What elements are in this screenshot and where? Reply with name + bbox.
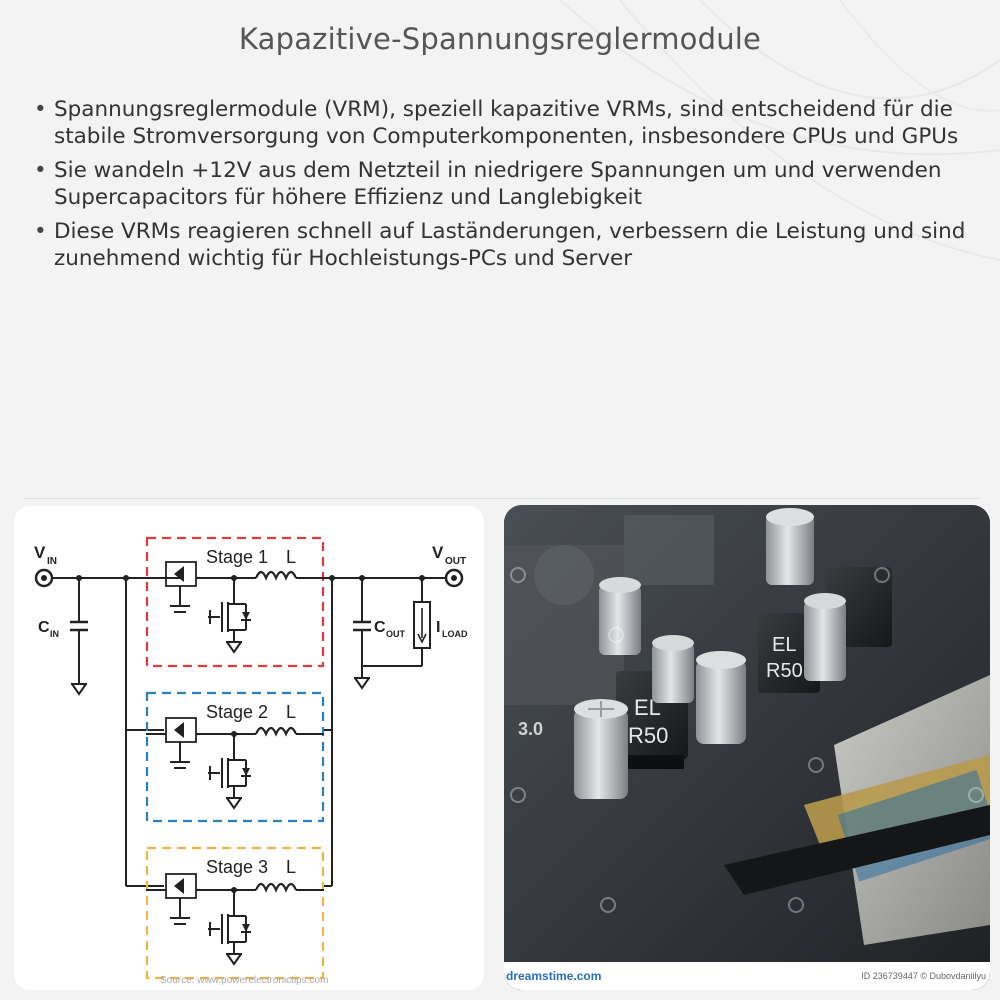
vout-label: V: [432, 543, 444, 562]
stage-2-box: [145, 691, 325, 823]
iload-sub-label: LOAD: [442, 629, 468, 639]
circuit-diagram: V IN C IN Stage 1 L Stage 2 L Stage 3 L: [14, 506, 484, 990]
watermark-icon: [510, 567, 984, 913]
stage-3-label: Stage 3: [206, 857, 268, 877]
cout-label: C: [374, 619, 386, 636]
stage-3-circuit: [146, 874, 324, 964]
vout-sub-label: OUT: [445, 556, 466, 567]
photo-illustration: EL R50 EL R50: [504, 505, 990, 990]
stage-3-inductor-label: L: [286, 857, 296, 877]
page-title: Kapazitive-Spannungsreglermodule: [238, 22, 762, 56]
capacitor: [766, 508, 814, 585]
bullet-item: Sie wandeln +12V aus dem Netzteil in nie…: [30, 157, 980, 211]
divider: [24, 498, 979, 499]
capacitor: [804, 593, 846, 681]
photo-brand: dreamstime.com: [506, 969, 602, 983]
photo-id: ID 236739447 © Dubovdaniilyu: [861, 971, 986, 981]
stage-2-circuit: [146, 718, 324, 808]
stage-1-box: [145, 536, 325, 668]
stage-1-label: Stage 1: [206, 547, 268, 567]
capacitor: [599, 577, 641, 655]
stage-1-circuit: [146, 562, 324, 652]
vin-sub-label: IN: [47, 556, 57, 567]
stage-1-inductor-label: L: [286, 547, 296, 567]
cin-label: C: [38, 619, 50, 636]
diagram-source: Source: www.powerelectronictips.com: [160, 975, 329, 986]
stage-2-inductor-label: L: [286, 702, 296, 722]
capacitor: [696, 651, 746, 744]
bullet-list: Spannungsreglermodule (VRM), speziell ka…: [30, 96, 980, 279]
circuit-svg: V IN C IN Stage 1 L Stage 2 L Stage 3 L: [34, 536, 468, 980]
photo-footer: dreamstime.com ID 236739447 © Dubovdanii…: [504, 962, 990, 990]
bullet-item: Diese VRMs reagieren schnell auf Laständ…: [30, 218, 980, 272]
vin-label: V: [34, 543, 46, 562]
capacitor: [574, 699, 628, 799]
board-silkscreen: 3.0: [518, 719, 543, 739]
vout-terminal: [444, 568, 464, 588]
motherboard-photo: EL R50 EL R50: [504, 505, 990, 990]
inductor-2-marking-line1: EL: [772, 634, 796, 656]
cin-sub-label: IN: [50, 629, 59, 639]
inductor-1-marking-line2: R50: [628, 723, 668, 748]
capacitor: [652, 635, 694, 703]
stage-2-label: Stage 2: [206, 702, 268, 722]
inductor-2-marking-line2: R50: [766, 660, 803, 682]
cout-sub-label: OUT: [386, 629, 406, 639]
stage-3-box: [145, 846, 325, 980]
iload-label: I: [436, 619, 440, 636]
bullet-item: Spannungsreglermodule (VRM), speziell ka…: [30, 96, 980, 150]
